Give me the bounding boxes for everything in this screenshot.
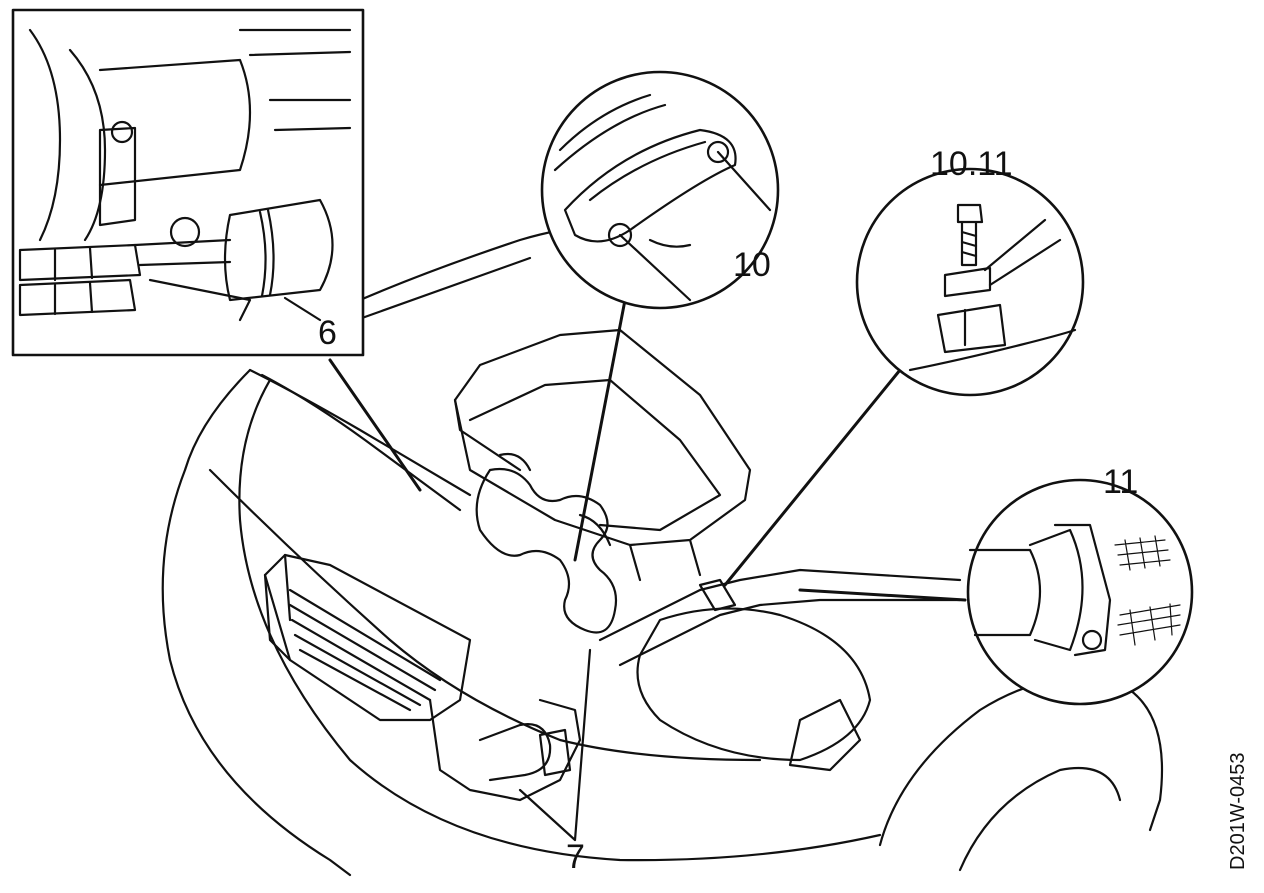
clamp-screw-bottom	[607, 222, 633, 248]
callout-6: 6	[318, 314, 337, 352]
bolt	[956, 203, 984, 267]
callout-11: 11	[1103, 463, 1138, 501]
detail-circle-10-11	[855, 167, 1085, 397]
front-wheel	[878, 677, 1164, 847]
intake-hose-cluster	[475, 467, 618, 634]
pipe-run	[133, 238, 252, 322]
hose-connector-upper	[18, 243, 142, 282]
front-wheel-inner	[958, 766, 1122, 872]
detail-view-10: 10	[540, 70, 780, 310]
exhaust-pipe	[598, 568, 962, 667]
engine-block	[453, 328, 752, 547]
leader-line-7	[518, 648, 592, 842]
callout-10: 10	[733, 246, 771, 284]
detail-lines-10	[618, 150, 772, 302]
lower-hose-clamp	[538, 728, 572, 777]
pipe-clamp-ring	[1028, 528, 1084, 652]
lower-radiator-hose	[428, 698, 582, 802]
main-view	[161, 223, 1164, 877]
detail-circle-11	[966, 478, 1194, 706]
leader-line-10	[573, 298, 627, 562]
expansion-tank	[98, 58, 252, 187]
callout-7: 7	[566, 838, 585, 876]
radiator-tank	[28, 28, 107, 242]
document-reference: D201W-0453	[1227, 753, 1249, 870]
radiator-frame	[263, 553, 292, 662]
body-edge	[908, 218, 1077, 372]
clamp-bracket	[1053, 523, 1112, 657]
pipe-bracket	[698, 578, 737, 612]
bolt-head	[110, 120, 134, 144]
pipe-union	[169, 216, 201, 248]
leader-line-1011	[723, 368, 902, 587]
bracket-plate	[936, 303, 1007, 354]
hose-rings	[53, 246, 94, 316]
leader-line-11	[798, 588, 967, 602]
clamp-nut	[1081, 629, 1103, 651]
callout-10-11: 10.11	[930, 145, 1013, 183]
hose-top	[553, 93, 667, 172]
radiator-core	[263, 553, 472, 722]
engine-block-side	[453, 398, 702, 582]
clamp-band	[563, 128, 737, 243]
inset-leader-6	[283, 296, 322, 322]
tubes-top	[238, 28, 352, 132]
pipe-section	[968, 548, 1042, 637]
gearbox-housing	[636, 607, 872, 762]
cylinder-body	[223, 198, 334, 302]
hose-connector-lower	[18, 278, 137, 317]
gearbox-detail	[788, 698, 862, 772]
clamp-band-inner	[588, 140, 707, 202]
radiator-fins	[288, 588, 442, 712]
detail-view-6: 6	[11, 8, 365, 357]
detail-view-11: 11	[966, 463, 1194, 706]
detail-view-10-11: 10.11	[855, 145, 1085, 397]
leader-line-6	[328, 358, 422, 492]
bumper-inner-line	[238, 378, 882, 862]
inset-frame	[11, 8, 365, 357]
front-bumper	[161, 368, 352, 877]
clamp-screw-top	[706, 140, 730, 164]
mesh-grill	[1114, 535, 1181, 646]
washer	[943, 266, 992, 298]
engine-block-inner	[468, 378, 722, 532]
detail-circle-10	[540, 70, 780, 310]
wing-line-lower	[360, 256, 532, 320]
bracket	[98, 126, 137, 227]
bumper-upper-edge	[248, 368, 472, 497]
bolt-thread	[960, 230, 978, 258]
lower-hose-pipe	[478, 723, 552, 782]
cylinder-bands	[258, 208, 275, 298]
bumper-upper-edge-2	[260, 373, 462, 512]
